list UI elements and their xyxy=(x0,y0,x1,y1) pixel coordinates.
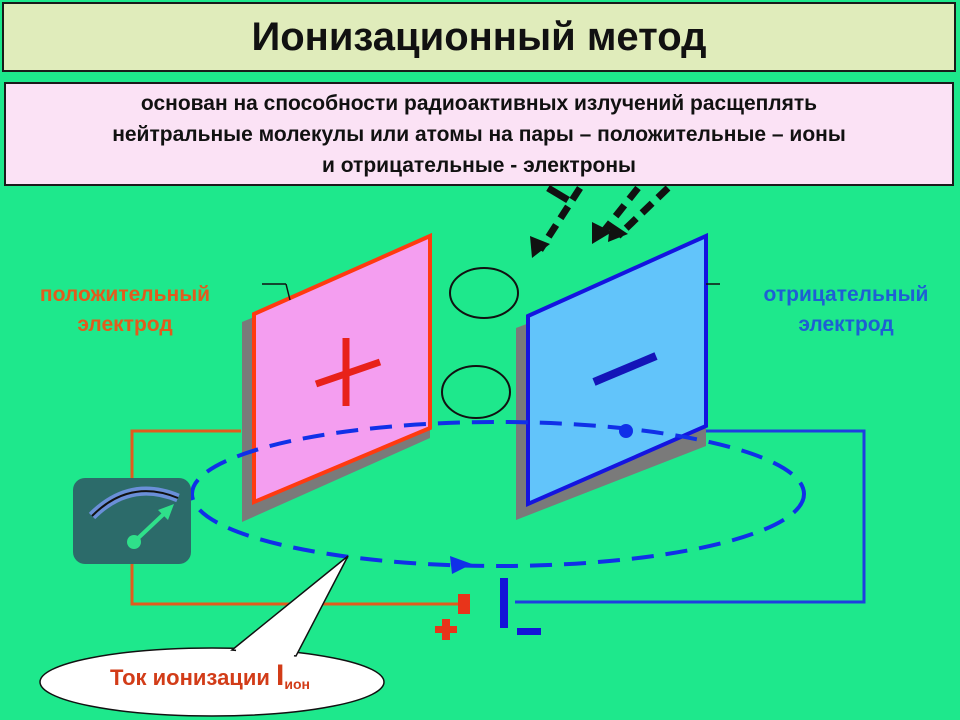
current-direction-arrow xyxy=(450,556,472,574)
ammeter-needle xyxy=(132,508,170,544)
page-title: Ионизационный метод xyxy=(251,14,707,59)
callout-bubble xyxy=(39,555,385,717)
callout-text: Ток ионизации xyxy=(110,665,270,690)
negative-label-line-2: электрод xyxy=(798,313,894,336)
description-line-3: и отрицательные - электроны xyxy=(322,153,636,177)
ion-oval-1 xyxy=(449,267,519,319)
positive-electrode xyxy=(242,232,432,522)
positive-label-line-1: положительный xyxy=(39,283,211,306)
negative-wire xyxy=(500,429,866,628)
plus-sign-h xyxy=(314,358,382,388)
ionization-current-label: Ток ионизации Iион xyxy=(60,659,360,693)
ion-oval-2 xyxy=(441,365,511,419)
callout-symbol: I xyxy=(276,659,285,692)
minus-sign xyxy=(592,352,658,386)
battery-symbol xyxy=(435,619,541,640)
battery-plus-v xyxy=(442,619,450,640)
positive-label-line-2: электрод xyxy=(77,313,173,336)
radiation-arrows xyxy=(530,184,671,258)
callout-subscript: ион xyxy=(284,676,310,692)
description-line-1: основан на способности радиоактивных изл… xyxy=(140,91,818,115)
ammeter-pivot xyxy=(127,535,141,549)
electron-dot xyxy=(619,424,633,438)
negative-electrode-label: отрицательный электрод xyxy=(726,280,960,340)
battery-minus xyxy=(517,628,541,635)
description-line-2: нейтральные молекулы или атомы на пары –… xyxy=(112,122,846,146)
title-box: Ионизационный метод xyxy=(2,2,956,72)
negative-label-line-1: отрицательный xyxy=(763,283,929,306)
ammeter-icon xyxy=(73,478,191,564)
description-box: основан на способности радиоактивных изл… xyxy=(4,82,954,186)
negative-electrode xyxy=(516,232,720,520)
ionization-current-loop xyxy=(190,420,806,574)
positive-electrode-label: положительный электрод xyxy=(10,280,240,340)
